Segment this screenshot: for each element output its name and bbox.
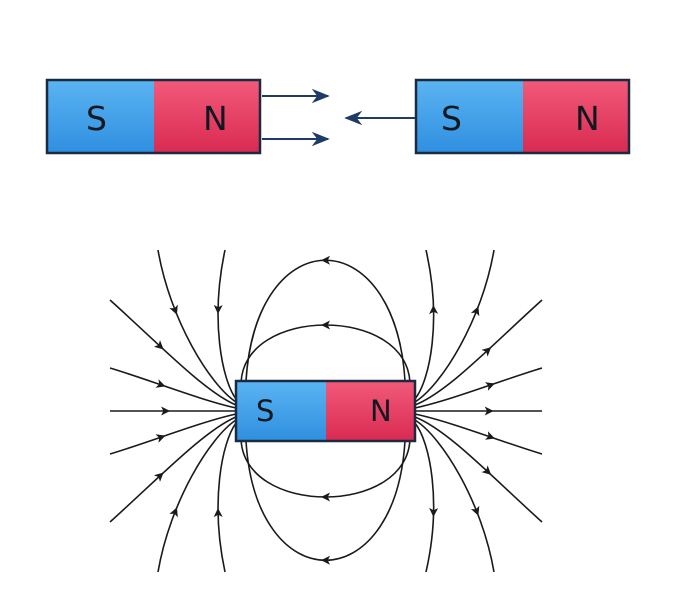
field-arrow-icon: [213, 304, 223, 314]
south-pole-label: S: [256, 394, 274, 428]
south-pole-label: S: [86, 99, 107, 138]
field-arrow-icon: [470, 505, 480, 516]
south-pole-block: [416, 80, 523, 153]
field-line: [245, 440, 406, 562]
field-arrow-icon: [155, 379, 166, 388]
field-arrow-icon: [321, 255, 330, 265]
field-arrow-icon: [470, 306, 480, 317]
field-line: [109, 416, 237, 523]
north-pole-block: [326, 381, 415, 441]
field-arrow-icon: [429, 305, 439, 315]
field-line: [414, 299, 543, 406]
field-line: [414, 419, 495, 573]
field-line: [240, 324, 411, 386]
north-pole-label: N: [370, 394, 392, 428]
field-arrow-icon: [481, 347, 492, 357]
field-line: [109, 299, 237, 406]
field-arrow-icon: [153, 340, 164, 350]
south-pole-label: S: [441, 99, 462, 138]
field-arrow-icon: [481, 465, 492, 475]
field-line: [217, 422, 237, 573]
magnet-outline: [414, 78, 631, 155]
north-pole-block: [154, 80, 260, 153]
field-magnet: S N: [234, 379, 417, 443]
field-line-arrows: [153, 255, 495, 565]
field-line: [245, 259, 406, 382]
field-lines: [109, 249, 543, 573]
magnet-outline: [234, 379, 417, 443]
field-arrow-icon: [153, 472, 164, 482]
north-pole-label: N: [575, 99, 600, 138]
field-line: [414, 367, 543, 409]
field-arrow-icon: [155, 434, 166, 443]
field-arrow-icon: [321, 320, 330, 330]
field-line: [414, 249, 495, 403]
field-line: [109, 367, 237, 409]
south-pole-block: [47, 80, 154, 153]
south-pole-block: [236, 381, 326, 441]
field-line: [240, 436, 411, 498]
magnet-outline: [45, 78, 262, 155]
north-pole-label: N: [203, 99, 228, 138]
field-line: [157, 419, 237, 573]
field-arrow-icon: [485, 431, 495, 440]
field-line: [157, 249, 237, 403]
field-arrow-icon: [484, 406, 494, 416]
field-line: [414, 416, 543, 523]
field-arrow-icon: [485, 382, 495, 391]
field-line: [414, 249, 435, 400]
field-arrow-icon: [321, 492, 330, 502]
force-arrows: [262, 88, 415, 147]
field-line: [414, 422, 435, 573]
field-arrow-icon: [321, 555, 330, 565]
field-arrow-icon: [161, 406, 171, 416]
field-line: [414, 413, 543, 455]
field-arrow-icon: [169, 304, 178, 315]
field-arrow-icon: [429, 507, 439, 517]
field-line: [109, 413, 237, 455]
field-arrow-icon: [169, 507, 178, 518]
top-right-magnet: S N: [414, 78, 631, 155]
field-arrow-icon: [213, 508, 223, 518]
top-left-magnet: S N: [45, 78, 262, 155]
field-line: [217, 249, 237, 400]
north-pole-block: [523, 80, 629, 153]
